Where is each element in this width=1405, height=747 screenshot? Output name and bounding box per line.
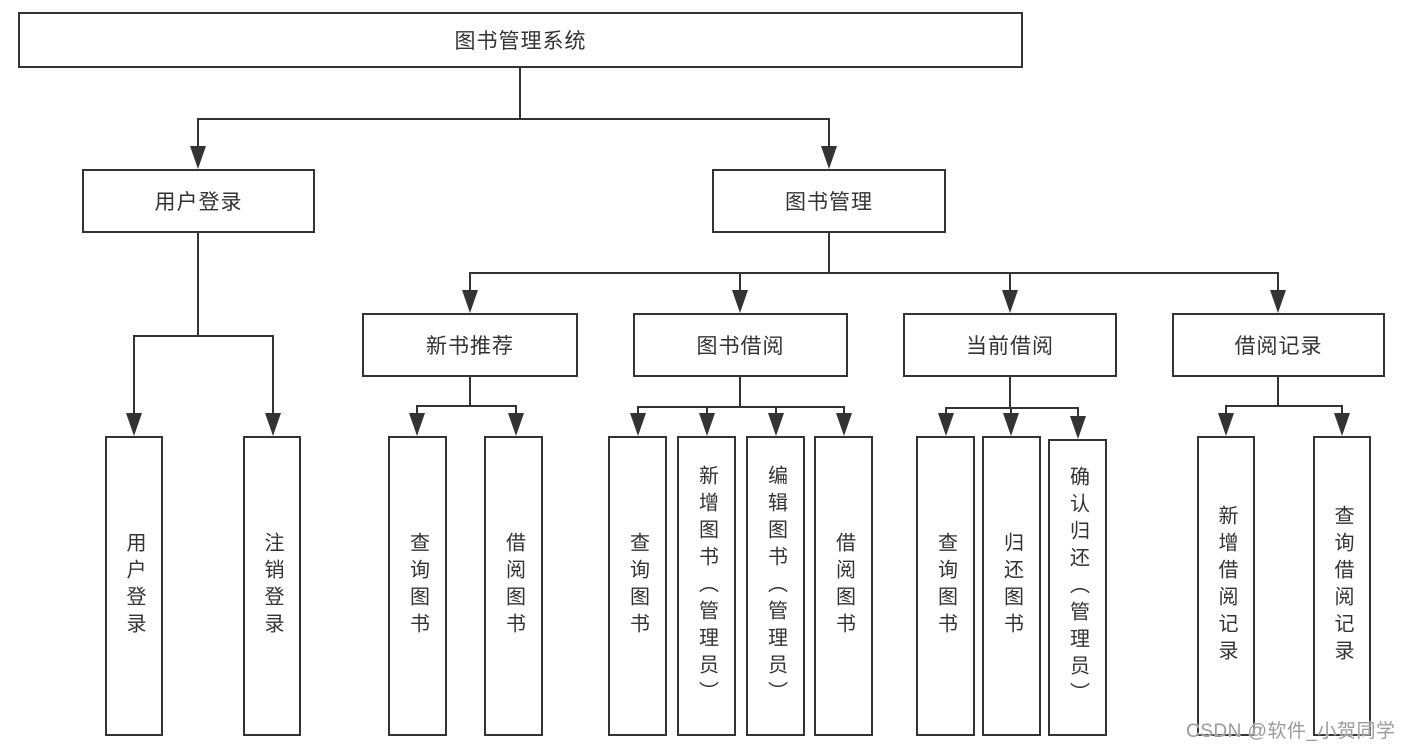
connector-drop-book-borrow — [739, 272, 741, 300]
leaf-edit-books-admin: 编辑图书（管理员） — [746, 436, 805, 736]
connector-drop-login-leaf2 — [272, 335, 274, 423]
arrow-cb-leaf2 — [1003, 413, 1019, 436]
connector-current-borrow-stem — [1009, 377, 1011, 408]
leaf-confirm-return-admin-label: 确认归还（管理员） — [1066, 466, 1089, 709]
arrow-user-login — [190, 146, 206, 169]
leaf-add-books-admin-label: 新增图书（管理员） — [695, 464, 718, 708]
connector-level3-rail — [469, 272, 1279, 274]
leaf-query-borrow-record: 查询借阅记录 — [1313, 436, 1371, 736]
node-book-management: 图书管理 — [712, 169, 946, 233]
arrow-bb-leaf2 — [699, 413, 715, 436]
arrow-book-borrow — [732, 290, 748, 313]
leaf-logout-label: 注销登录 — [261, 532, 283, 640]
connector-current-borrow-rail — [945, 407, 1079, 409]
arrow-br-leaf1 — [1218, 413, 1234, 436]
connector-book-borrow-stem — [739, 377, 741, 408]
leaf-query-books-bb: 查询图书 — [608, 436, 667, 736]
leaf-query-borrow-record-label: 查询借阅记录 — [1331, 505, 1353, 667]
node-book-borrowing: 图书借阅 — [633, 313, 848, 377]
connector-drop-login-leaf1 — [133, 335, 135, 423]
arrow-new-book — [462, 290, 478, 313]
leaf-return-books-label: 归还图书 — [1000, 532, 1023, 640]
leaf-query-books-cb: 查询图书 — [916, 436, 975, 736]
arrow-borrow-record — [1270, 290, 1286, 313]
leaf-query-books-nb-label: 查询图书 — [406, 532, 429, 640]
connector-drop-book-mgmt — [828, 118, 830, 156]
node-library-system: 图书管理系统 — [18, 12, 1023, 68]
connector-new-book-stem — [469, 377, 471, 407]
arrow-bb-leaf1 — [630, 413, 646, 436]
arrow-bb-leaf4 — [836, 413, 852, 436]
leaf-confirm-return-admin: 确认归还（管理员） — [1048, 439, 1107, 736]
connector-borrow-record-rail — [1225, 405, 1343, 407]
connector-drop-current-borrow — [1009, 272, 1011, 300]
node-user-login: 用户登录 — [82, 169, 315, 233]
arrow-cb-leaf3 — [1070, 416, 1086, 439]
leaf-user-login-label: 用户登录 — [123, 532, 145, 640]
arrow-cb-leaf1 — [938, 413, 954, 436]
leaf-query-books-nb: 查询图书 — [388, 436, 447, 736]
connector-drop-new-book — [469, 272, 471, 300]
leaf-user-login: 用户登录 — [105, 436, 163, 736]
arrow-book-mgmt — [821, 146, 837, 169]
connector-drop-user-login — [197, 118, 199, 156]
arrow-br-leaf2 — [1334, 413, 1350, 436]
arrow-nb-leaf2 — [508, 413, 524, 436]
leaf-add-borrow-record: 新增借阅记录 — [1197, 436, 1255, 736]
connector-root-stem — [519, 67, 521, 120]
leaf-borrow-books-bb-label: 借阅图书 — [832, 532, 855, 640]
connector-user-login-stem — [197, 233, 199, 337]
connector-drop-cb-leaf3 — [1077, 407, 1079, 423]
leaf-borrow-books-nb: 借阅图书 — [484, 436, 543, 736]
leaf-add-borrow-record-label: 新增借阅记录 — [1215, 505, 1237, 667]
arrow-login-leaf2 — [265, 413, 281, 436]
connector-borrow-record-stem — [1277, 377, 1279, 407]
node-borrowing-records: 借阅记录 — [1172, 313, 1385, 377]
leaf-query-books-bb-label: 查询图书 — [626, 532, 649, 640]
leaf-borrow-books-bb: 借阅图书 — [814, 436, 873, 736]
connector-new-book-rail — [416, 405, 517, 407]
connector-user-login-rail — [133, 335, 274, 337]
csdn-watermark: CSDN @软件_小贺同学 — [1186, 721, 1396, 742]
connector-book-mgmt-stem — [828, 233, 830, 274]
connector-drop-borrow-record — [1277, 272, 1279, 300]
connector-level2-rail — [197, 118, 830, 120]
arrow-current-borrow — [1002, 290, 1018, 313]
leaf-edit-books-admin-label: 编辑图书（管理员） — [764, 464, 787, 708]
arrow-login-leaf1 — [126, 413, 142, 436]
leaf-logout: 注销登录 — [243, 436, 301, 736]
leaf-query-books-cb-label: 查询图书 — [934, 532, 957, 640]
leaf-borrow-books-nb-label: 借阅图书 — [502, 532, 525, 640]
leaf-return-books: 归还图书 — [982, 436, 1041, 736]
arrow-nb-leaf1 — [409, 413, 425, 436]
leaf-add-books-admin: 新增图书（管理员） — [677, 436, 736, 736]
node-current-borrowing: 当前借阅 — [903, 313, 1117, 377]
arrow-bb-leaf3 — [768, 413, 784, 436]
node-new-book-recommend: 新书推荐 — [362, 313, 578, 377]
connector-book-borrow-rail — [637, 406, 845, 408]
